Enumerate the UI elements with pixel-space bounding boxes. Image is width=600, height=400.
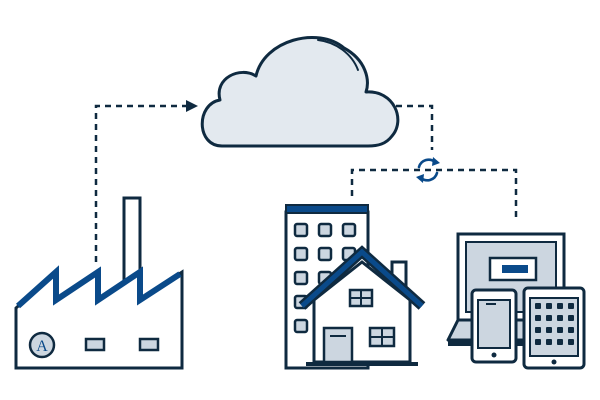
tablet-key	[557, 327, 563, 333]
tablet-key	[546, 303, 552, 309]
tablet-key	[568, 339, 574, 345]
laptop-screen-bar	[502, 265, 528, 273]
office-roof-accent	[285, 204, 369, 214]
house-icon	[298, 245, 426, 366]
tablet-key	[557, 303, 563, 309]
tablet-key	[535, 303, 541, 309]
cloud-icon	[200, 35, 400, 148]
factory-icon: A	[14, 196, 184, 370]
arrow-right-icon	[186, 100, 198, 112]
connector-factory-to-cloud	[94, 100, 198, 262]
office-window	[341, 222, 357, 238]
tablet-key	[557, 315, 563, 321]
tablet-key	[568, 315, 574, 321]
factory-emblem-letter: A	[36, 338, 48, 355]
tablet-key	[546, 327, 552, 333]
factory-chimney	[122, 196, 142, 284]
tablet-icon	[522, 286, 586, 370]
tablet-key	[546, 339, 552, 345]
factory-window	[84, 337, 106, 352]
tablet-key	[535, 315, 541, 321]
tablet-key	[568, 303, 574, 309]
connector-cloud-to-devices	[350, 104, 518, 218]
factory-window	[138, 337, 160, 352]
sync-icon	[416, 157, 440, 183]
factory-roof-accent	[15, 265, 182, 309]
phone-icon	[470, 288, 518, 364]
house-door	[322, 326, 354, 364]
tablet-key	[535, 327, 541, 333]
house-window	[348, 288, 374, 308]
office-window	[293, 246, 309, 262]
tablet-keys	[535, 303, 574, 345]
office-window	[317, 222, 333, 238]
factory-emblem	[28, 331, 56, 359]
tablet-key	[557, 339, 563, 345]
office-window	[293, 270, 309, 286]
office-window	[293, 318, 309, 334]
tablet-key	[568, 327, 574, 333]
office-window	[293, 222, 309, 238]
office-window	[317, 246, 333, 262]
office-windows	[293, 222, 357, 334]
house-window	[368, 326, 396, 348]
tablet-key	[546, 315, 552, 321]
tablet-key	[535, 339, 541, 345]
